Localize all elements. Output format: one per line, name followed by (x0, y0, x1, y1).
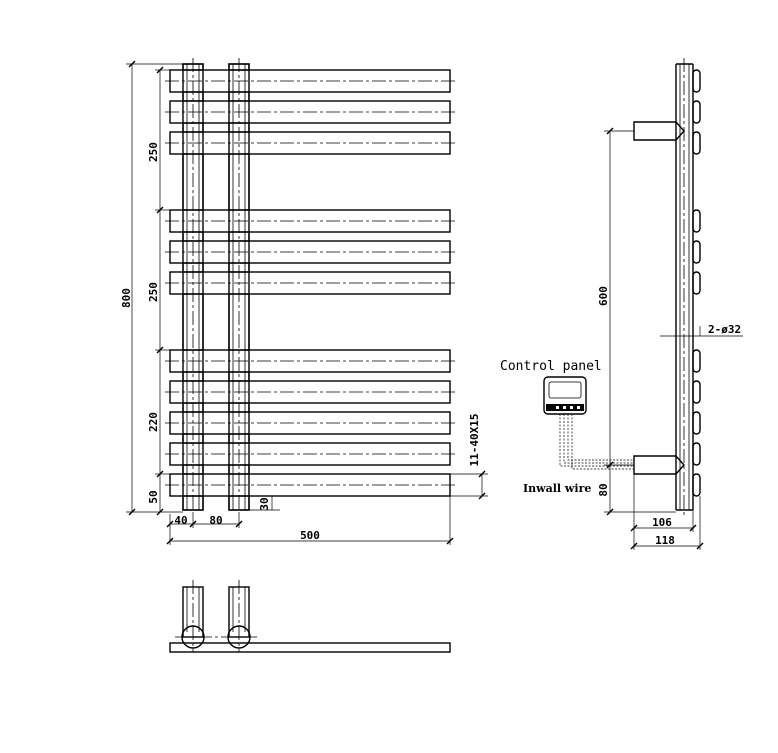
connection-stubs (633, 121, 685, 475)
control-panel-box (543, 376, 587, 415)
dim-section-2: 250 (147, 282, 160, 302)
dim-depth-outer: 118 (655, 534, 675, 547)
bar-end-profiles (692, 69, 701, 497)
front-dimensions (126, 60, 488, 545)
dim-overall-height: 800 (120, 288, 133, 308)
control-panel-label: Control panel (500, 359, 602, 374)
dim-connection-size: 2-ø32 (708, 323, 741, 336)
dim-overall-width: 500 (300, 529, 320, 542)
top-view-bar (169, 642, 451, 653)
dim-pipe-below: 30 (258, 497, 271, 510)
dim-bar-spec: 11-40X15 (468, 414, 481, 467)
dim-connection-spacing: 600 (597, 286, 610, 306)
horizontal-bars (165, 69, 455, 497)
dim-connection-bottom: 80 (597, 483, 610, 496)
front-view: 800 250 250 220 50 40 80 30 500 11-40X15 (120, 58, 488, 545)
control-panel-group: Control panel Inwall wire (500, 359, 634, 495)
dim-pipe-left-offset: 40 (174, 514, 187, 527)
dim-pipe-spacing: 80 (209, 514, 222, 527)
dim-bottom-offset: 50 (147, 490, 160, 503)
top-view (169, 580, 451, 653)
dim-section-3: 220 (147, 412, 160, 432)
vertical-pipes (182, 58, 250, 512)
side-view: 600 80 2-ø32 106 118 (597, 58, 743, 550)
inwall-wire (559, 414, 634, 470)
dim-depth-inner: 106 (652, 516, 672, 529)
pipe-overlay (182, 63, 250, 511)
dim-section-1: 250 (147, 142, 160, 162)
inwall-wire-label: Inwall wire (523, 482, 591, 495)
